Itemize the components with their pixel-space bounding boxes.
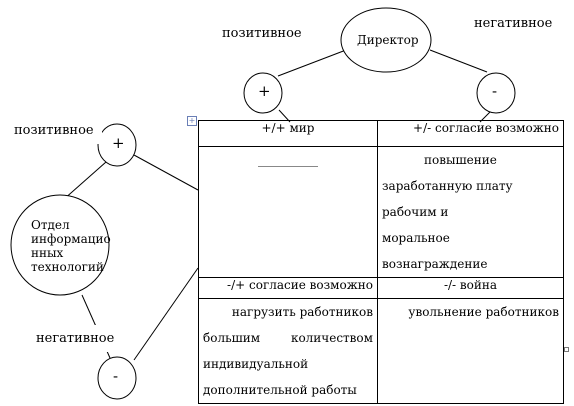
top-negative-label: негативное bbox=[466, 10, 561, 37]
cell-agreement-content: повышение заработанную плату рабочим и м… bbox=[377, 146, 564, 278]
plus-left-label: + bbox=[112, 134, 125, 152]
cell-text-line: дополнительной работы bbox=[203, 383, 357, 397]
department-line: Отдел bbox=[31, 218, 70, 232]
cell-minus-minus: -/- война bbox=[377, 277, 564, 299]
table-row: нагрузить работников большим количеством… bbox=[198, 298, 564, 404]
connector-director-minus bbox=[429, 49, 488, 73]
minus-node-left bbox=[97, 356, 137, 400]
plus-node-left bbox=[97, 123, 137, 167]
connector-leftplus-dept bbox=[62, 161, 107, 201]
cell-text-line: большим количеством bbox=[203, 325, 373, 351]
department-line: нных bbox=[31, 246, 64, 260]
cell-text-line: нагрузить работников bbox=[231, 305, 373, 319]
blank-line: __________ bbox=[258, 153, 318, 167]
cell-workload-content: нагрузить работников большим количеством… bbox=[198, 298, 378, 404]
connector-leftminus-table bbox=[133, 267, 199, 361]
table-resize-handle[interactable] bbox=[564, 347, 569, 352]
department-node bbox=[10, 194, 110, 296]
cell-dismissal-content: увольнение работников bbox=[377, 298, 564, 404]
cell-text-word: большим количеством bbox=[203, 331, 373, 345]
plus-top-label: + bbox=[258, 82, 271, 100]
department-line: технологий bbox=[31, 260, 104, 274]
cell-minus-plus: -/+ согласие возможно bbox=[198, 277, 378, 299]
cell-plus-plus: +/+ мир bbox=[198, 120, 378, 147]
department-label: Отдел информацио нных технологий bbox=[31, 218, 111, 274]
cell-plus-minus: +/- согласие возможно bbox=[377, 120, 564, 147]
table-row: -/+ согласие возможно -/- война bbox=[198, 277, 564, 299]
left-positive-label: позитивное bbox=[6, 117, 102, 144]
cell-text-line: повышение bbox=[424, 153, 497, 167]
director-label: Директор bbox=[357, 33, 419, 47]
connector-director-plus bbox=[277, 49, 347, 77]
cell-text-line: моральное вознаграждение bbox=[382, 231, 488, 271]
director-node bbox=[340, 7, 432, 73]
table-row: __________ повышение заработанную плату … bbox=[198, 146, 564, 278]
top-positive-label: позитивное bbox=[214, 20, 310, 47]
cell-text-line: увольнение работников bbox=[408, 305, 559, 319]
cell-text-line: заработанную плату рабочим и bbox=[382, 179, 513, 219]
cell-peace-content: __________ bbox=[198, 146, 378, 278]
plus-node-top bbox=[243, 72, 283, 114]
minus-top-label: - bbox=[492, 82, 498, 100]
left-negative-label: негативное bbox=[28, 325, 123, 352]
table-move-handle-icon[interactable]: + bbox=[187, 116, 197, 126]
connector-leftplus-table bbox=[133, 154, 199, 191]
minus-left-label: - bbox=[113, 367, 119, 385]
minus-node-top bbox=[476, 72, 516, 114]
conflict-matrix-table: +/+ мир +/- согласие возможно __________… bbox=[198, 120, 564, 404]
table-row: +/+ мир +/- согласие возможно bbox=[198, 120, 564, 147]
cell-text-line: индивидуальной bbox=[203, 357, 309, 371]
department-line: информацио bbox=[31, 232, 111, 246]
